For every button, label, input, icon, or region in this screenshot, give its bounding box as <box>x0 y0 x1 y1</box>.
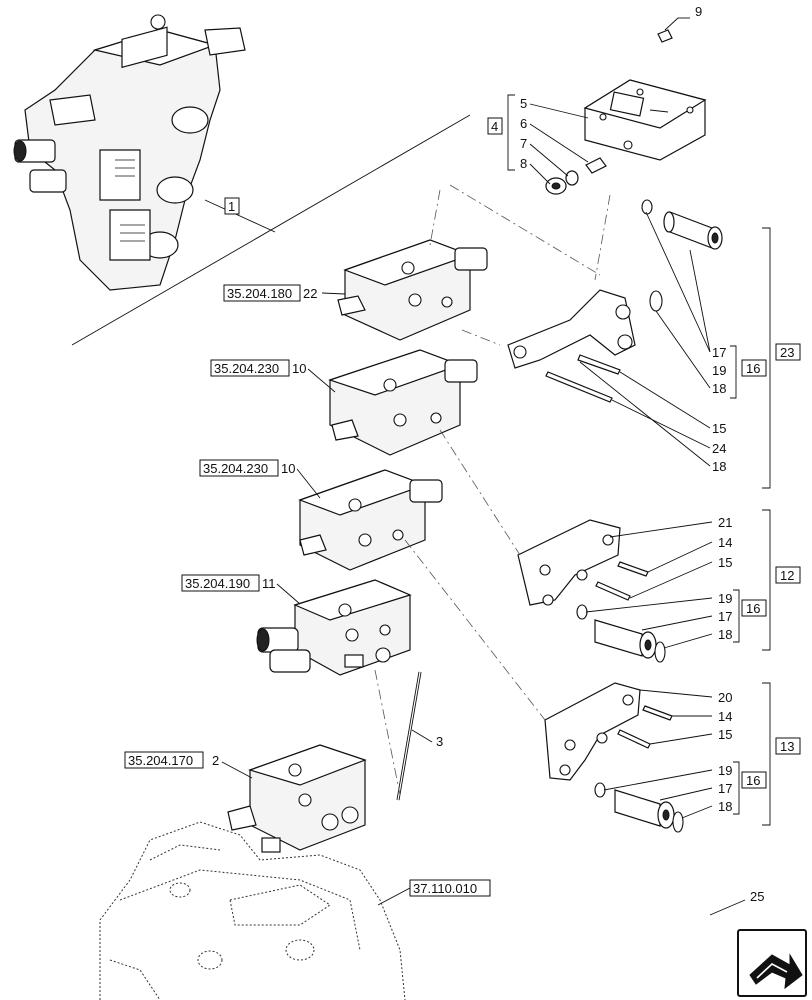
callout-5-label: 5 <box>520 96 527 111</box>
callout-15-label: 15 <box>718 555 732 570</box>
callout-18-label: 18 <box>718 799 732 814</box>
callout-12-label: 12 <box>780 568 794 583</box>
callout-21-label: 21 <box>718 515 732 530</box>
callout-24-label: 24 <box>712 441 726 456</box>
valve-section-10-upper <box>328 349 478 456</box>
callout-box-4: 4 <box>487 117 503 135</box>
callout-box-13: 13 <box>775 737 801 755</box>
bracket-24 <box>507 289 636 403</box>
callout-20-label: 20 <box>718 690 732 705</box>
callout-13-label: 13 <box>780 739 794 754</box>
assembled-valve-stack <box>13 14 246 291</box>
tie-rod-3 <box>396 671 422 801</box>
valve-section-11 <box>256 579 412 676</box>
inlet-section-2 <box>227 744 367 853</box>
callout-box-16c: 16 <box>741 771 767 789</box>
coupler-17-b <box>594 619 666 663</box>
valve-section-22 <box>337 239 488 341</box>
callout-2-label: 2 <box>212 753 219 768</box>
callout-8-label: 8 <box>520 156 527 171</box>
bolt-15 <box>595 581 631 601</box>
parts-5-8 <box>545 157 607 195</box>
ref-35-204-230-label: 35.204.230 <box>214 361 279 376</box>
coupler-17-c <box>614 789 684 833</box>
callout-box-23: 23 <box>775 343 801 361</box>
callout-17-label: 17 <box>712 345 726 360</box>
callout-4-label: 4 <box>491 119 498 134</box>
callout-7-label: 7 <box>520 136 527 151</box>
coupler-11-a <box>256 627 299 653</box>
bolt-14 <box>617 561 649 577</box>
rear-housing-37-110-010 <box>99 821 406 1000</box>
callout-18-label: 18 <box>712 459 726 474</box>
valve-section-10-lower <box>298 469 443 571</box>
oring-19 <box>576 604 588 620</box>
bracket-20 <box>544 682 641 781</box>
ref-35-204-180-label: 35.204.180 <box>227 286 292 301</box>
ref-box-35-204-230-a: 35.204.230 <box>210 359 290 377</box>
coupler-left-1 <box>13 139 56 163</box>
callout-19-label: 19 <box>712 363 726 378</box>
coupler-23 <box>641 199 723 312</box>
ref-35-204-230-label: 35.204.230 <box>203 461 268 476</box>
callout-10-label: 10 <box>281 461 295 476</box>
callout-22-label: 22 <box>303 286 317 301</box>
callout-15-label: 15 <box>718 727 732 742</box>
callout-19-label: 19 <box>718 763 732 778</box>
leader-1 <box>204 199 276 233</box>
ref-37-110-010-label: 37.110.010 <box>413 881 477 896</box>
callout-11-label: 11 <box>262 576 276 591</box>
callout-15-label: 15 <box>712 421 726 436</box>
cover-plate <box>583 79 707 161</box>
callout-10-label: 10 <box>292 361 306 376</box>
callout-19-label: 19 <box>718 591 732 606</box>
callout-17-label: 17 <box>718 609 732 624</box>
callout-16-label: 16 <box>746 361 760 376</box>
callout-14-label: 14 <box>718 709 732 724</box>
callout-box-12: 12 <box>775 566 801 584</box>
callout-9-label: 9 <box>695 4 702 19</box>
callout-box-16b: 16 <box>741 599 767 617</box>
bolt-15-b <box>617 729 651 749</box>
callout-3-label: 3 <box>436 734 443 749</box>
callout-25-label: 25 <box>750 889 764 904</box>
ref-box-35-204-230-b: 35.204.230 <box>199 459 279 477</box>
callout-18-label: 18 <box>712 381 726 396</box>
bolt-14-b <box>642 705 673 721</box>
oring-19-b <box>594 782 606 798</box>
ref-35-204-170-label: 35.204.170 <box>128 753 193 768</box>
callout-16-label: 16 <box>746 773 760 788</box>
next-page-arrow-icon[interactable] <box>737 929 807 997</box>
ref-box-35-204-190: 35.204.190 <box>181 574 260 592</box>
callout-1-label: 1 <box>228 199 235 214</box>
callout-14-label: 14 <box>718 535 732 550</box>
bracket-21 <box>517 519 621 606</box>
nut-9 <box>657 29 673 43</box>
callout-box-1: 1 <box>224 197 240 215</box>
callout-16-label: 16 <box>746 601 760 616</box>
callout-18-label: 18 <box>718 627 732 642</box>
callout-17-label: 17 <box>718 781 732 796</box>
ref-box-37-110-010: 37.110.010 <box>409 879 491 897</box>
callout-23-label: 23 <box>780 345 794 360</box>
alignment-lines <box>374 184 611 796</box>
ref-box-35-204-170: 35.204.170 <box>124 751 204 769</box>
ref-35-204-190-label: 35.204.190 <box>185 576 250 591</box>
ref-box-35-204-180: 35.204.180 <box>223 284 301 302</box>
callout-box-16a: 16 <box>741 359 767 377</box>
callout-6-label: 6 <box>520 116 527 131</box>
